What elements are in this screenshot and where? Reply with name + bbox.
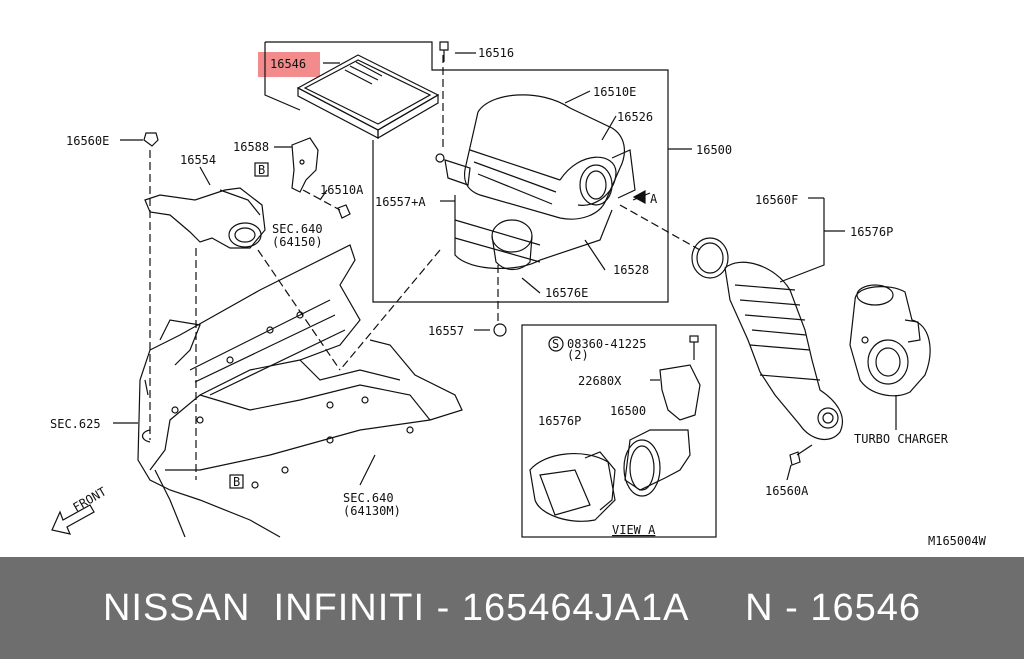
label-sec640-a-sub: (64150) xyxy=(272,235,323,249)
nut-16557 xyxy=(493,323,507,337)
label-22680X: 22680X xyxy=(578,374,622,388)
label-16560E: 16560E xyxy=(66,134,109,148)
front-arrow-icon xyxy=(51,504,95,535)
footer-bar: NISSAN INFINITI - 165464JA1A N - 16546 xyxy=(0,557,1024,659)
label-16500-view: 16500 xyxy=(610,404,646,418)
bracket-16588 xyxy=(291,137,319,193)
label-16510A: 16510A xyxy=(320,183,364,197)
bolt-16516 xyxy=(439,41,449,62)
label-turbo-charger: TURBO CHARGER xyxy=(854,432,949,446)
label-view-a: VIEW A xyxy=(612,523,656,537)
hose-16576P xyxy=(691,237,843,441)
leader-lines xyxy=(149,55,701,480)
diagram-code: M165004W xyxy=(928,534,987,548)
highlight-16546 xyxy=(258,52,320,77)
label-16516: 16516 xyxy=(478,46,514,60)
body-structure xyxy=(137,244,463,538)
bolt-16560A xyxy=(789,444,813,466)
label-sec625: SEC.625 xyxy=(50,417,101,431)
air-filter-element xyxy=(296,54,440,140)
label-sec640-b-sub: (64130M) xyxy=(343,504,401,518)
part-number-caption: NISSAN INFINITI - 165464JA1A N - 16546 xyxy=(102,586,922,629)
label-16528: 16528 xyxy=(613,263,649,277)
view-a-box xyxy=(521,324,717,538)
label-16576P: 16576P xyxy=(850,225,893,239)
bolt-16510A xyxy=(337,204,351,219)
label-sec640-a: SEC.640 xyxy=(272,222,323,236)
clip-16560E xyxy=(143,132,159,147)
label-circle-s: S xyxy=(552,337,559,351)
label-ref-a: A xyxy=(650,192,658,206)
label-16576P-view: 16576P xyxy=(538,414,581,428)
parts-diagram: 16546 16516 16510E 16526 16500 16560E 16… xyxy=(50,41,987,548)
solid-leaders xyxy=(113,52,897,486)
label-ref-b-top: B xyxy=(258,163,265,177)
duct-16554 xyxy=(144,187,266,249)
ref-box-b-top xyxy=(254,162,269,177)
ref-box-b-bottom xyxy=(229,474,244,489)
label-front: FRONT xyxy=(71,484,109,514)
label-16557A: 16557+A xyxy=(375,195,426,209)
label-bolt-qty: (2) xyxy=(567,348,589,362)
air-cleaner-housing xyxy=(435,94,636,271)
label-bolt-08360: 08360-41225 xyxy=(567,337,646,351)
label-16560A: 16560A xyxy=(765,484,809,498)
label-16576E: 16576E xyxy=(545,286,588,300)
label-16510E: 16510E xyxy=(593,85,636,99)
label-16588: 16588 xyxy=(233,140,269,154)
label-16546: 16546 xyxy=(270,57,306,71)
label-16500: 16500 xyxy=(696,143,732,157)
circle-s xyxy=(548,336,564,352)
label-16560F: 16560F xyxy=(755,193,798,207)
label-16554: 16554 xyxy=(180,153,216,167)
label-ref-b-bottom: B xyxy=(233,475,240,489)
air-filter-frame xyxy=(265,41,669,303)
label-sec640-b: SEC.640 xyxy=(343,491,394,505)
label-16557: 16557 xyxy=(428,324,464,338)
turbocharger xyxy=(849,284,931,397)
label-16526: 16526 xyxy=(617,110,653,124)
view-a-detail xyxy=(529,335,701,522)
